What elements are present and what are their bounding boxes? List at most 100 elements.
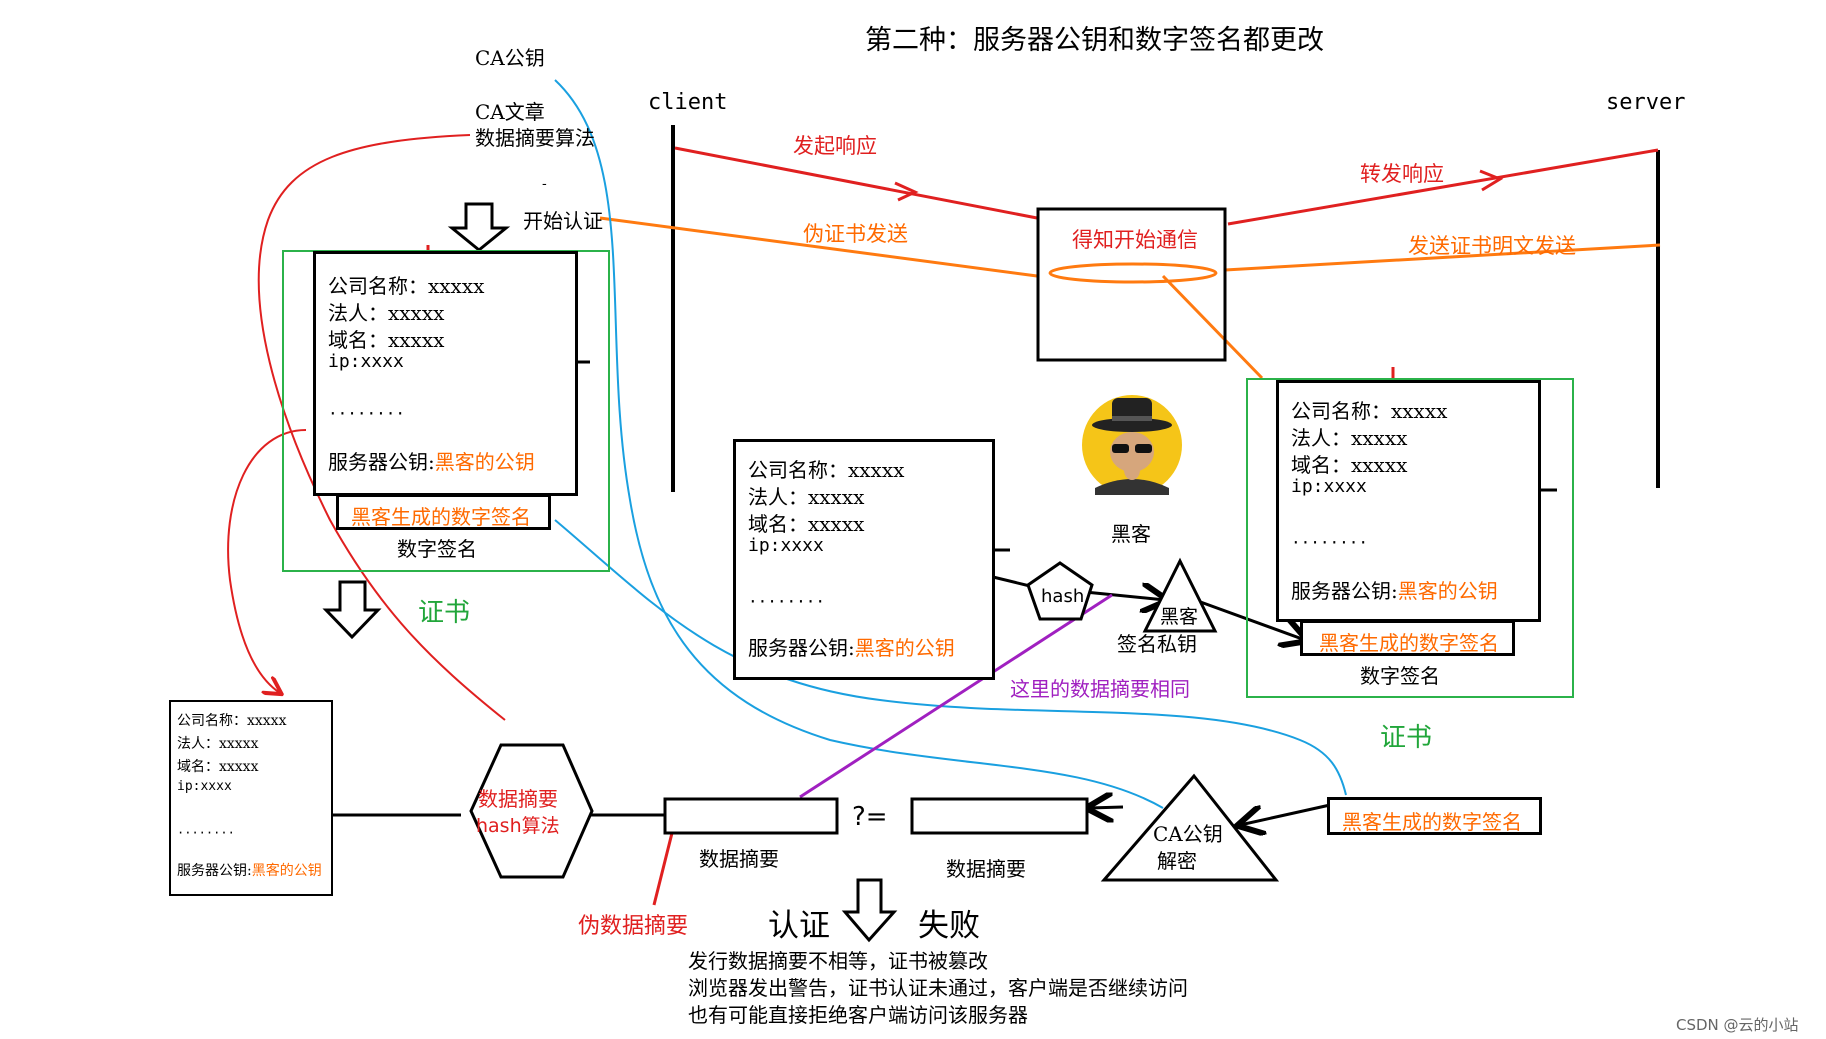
- right-cert-ip: ip:xxxx: [1291, 476, 1367, 497]
- decrypt-to-digest-line: [1089, 807, 1124, 808]
- start-auth-label: 开始认证: [523, 209, 603, 233]
- result-left: 认证: [768, 908, 830, 944]
- send-cert-plain-label: 发送证书明文发送: [1408, 234, 1576, 258]
- right-cert-caption: 证书: [1380, 723, 1433, 753]
- result-right: 失败: [918, 908, 980, 944]
- mid-cert-legal: 法人：xxxxx: [748, 485, 865, 509]
- intercept-ellipse: [1048, 262, 1218, 284]
- cert-dots: ········: [328, 404, 406, 423]
- right-cert-company: 公司名称：xxxxx: [1291, 399, 1448, 423]
- hacker-avatar-icon: [1082, 395, 1182, 495]
- forward-response-label: 转发响应: [1360, 162, 1444, 186]
- mid-cert-ip: ip:xxxx: [748, 535, 824, 556]
- dash-mark: -: [542, 176, 547, 192]
- bottom-signature-box: 黑客生成的数字签名: [1327, 797, 1542, 835]
- left-signature-box: 黑客生成的数字签名: [336, 494, 551, 530]
- hash-algo-hexagon: [469, 743, 594, 879]
- conclusion-line-1: 发行数据摘要不相等，证书被篡改: [688, 949, 988, 973]
- verify-cert-legal: 法人：xxxxx: [177, 736, 259, 752]
- fake-cert-line: [599, 216, 1038, 278]
- hash-algo-line1: 数据摘要: [478, 787, 558, 811]
- hash-pentagon: [1026, 561, 1094, 621]
- left-certificate-box: 公司名称：xxxxx 法人：xxxxx 域名：xxxxx ip:xxxx ···…: [313, 251, 578, 496]
- fake-digest-label: 伪数据摘要: [578, 914, 689, 939]
- intercept-to-cert-line: [1161, 274, 1264, 380]
- right-cert-pubkey-row: 服务器公钥:黑客的公钥: [1291, 575, 1498, 604]
- same-digest-line: [799, 593, 1113, 799]
- sign-triangle: [1142, 557, 1218, 633]
- ca-decrypt-line1: CA公钥: [1153, 822, 1223, 846]
- right-certificate-box: 公司名称：xxxxx 法人：xxxxx 域名：xxxxx ip:xxxx ···…: [1276, 380, 1541, 622]
- verify-cert-company: 公司名称：xxxxx: [177, 713, 287, 729]
- hash-node-label: hash: [1041, 586, 1085, 607]
- right-cert-dots: ········: [1291, 533, 1369, 552]
- cert-pubkey-value: 黑客的公钥: [434, 450, 535, 474]
- sign-node-label: 黑客: [1160, 606, 1199, 628]
- send-cert-line: [1224, 243, 1661, 272]
- verify-cert-domain: 域名：xxxxx: [177, 759, 259, 775]
- diagram-title: 第二种：服务器公钥和数字签名都更改: [865, 25, 1324, 56]
- forward-response-arrow: [1227, 148, 1659, 226]
- mid-cert-domain: 域名：xxxxx: [748, 512, 865, 536]
- server-label: server: [1606, 90, 1686, 115]
- right-cert-domain: 域名：xxxxx: [1291, 453, 1408, 477]
- ca-pubkey-label: CA公钥: [475, 46, 545, 70]
- client-label: client: [648, 90, 728, 115]
- mid-cert-pubkey-value: 黑客的公钥: [854, 636, 955, 660]
- right-signature-box: 黑客生成的数字签名: [1300, 620, 1515, 656]
- mid-cert-company: 公司名称：xxxxx: [748, 458, 905, 482]
- cert-ip: ip:xxxx: [328, 351, 404, 372]
- hash-to-sign-line: [1084, 592, 1165, 600]
- initiate-response-label: 发起响应: [793, 134, 877, 158]
- ca-doc-curve: [257, 134, 506, 721]
- hacker-label: 黑客: [1111, 522, 1151, 546]
- right-cert-pubkey-label: 服务器公钥:: [1291, 579, 1398, 603]
- signature-to-decrypt-line: [1240, 803, 1331, 825]
- cert-pubkey-row: 服务器公钥:黑客的公钥: [328, 446, 535, 475]
- ca-doc-line1: CA文章: [475, 100, 545, 124]
- ca-doc-line2: 数据摘要算法: [475, 126, 595, 150]
- verify-cert-pubkey-row: 服务器公钥:黑客的公钥: [177, 860, 322, 880]
- initiate-response-arrow: [674, 146, 1038, 220]
- mid-cert-pubkey-row: 服务器公钥:黑客的公钥: [748, 632, 955, 661]
- down-arrow-bottom: [841, 878, 898, 943]
- left-signature-caption: 数字签名: [397, 537, 477, 561]
- left-cert-caption: 证书: [418, 598, 471, 628]
- hash-algo-line2: hash算法: [476, 815, 560, 837]
- conclusion-line-3: 也有可能直接拒绝客户端访问该服务器: [688, 1003, 1028, 1027]
- verify-cert-pubkey-value: 黑客的公钥: [251, 863, 322, 879]
- compare-operator: ?=: [852, 802, 888, 832]
- sign-to-signature-line: [1194, 598, 1305, 640]
- digest-box-right: [910, 797, 1089, 835]
- signature-curve: [554, 519, 1347, 796]
- cert-company: 公司名称：xxxxx: [328, 274, 485, 298]
- verify-cert-dots: ········: [177, 826, 235, 840]
- right-signature-caption: 数字签名: [1360, 664, 1440, 688]
- digest-box-left: [663, 797, 839, 835]
- mid-cert-pubkey-label: 服务器公钥:: [748, 636, 855, 660]
- cert-pubkey-label: 服务器公钥:: [328, 450, 435, 474]
- intercept-box-label: 得知开始通信: [1072, 228, 1198, 252]
- digest-left-caption: 数据摘要: [699, 847, 779, 871]
- bottom-signature-text: 黑客生成的数字签名: [1342, 810, 1522, 834]
- watermark: CSDN @云的小站: [1676, 1016, 1799, 1034]
- conclusion-line-2: 浏览器发出警告，证书认证未通过，客户端是否继续访问: [688, 976, 1188, 1000]
- pubkey-to-left-cert-curve: [227, 429, 307, 693]
- ca-decrypt-triangle: [1100, 773, 1280, 882]
- intercept-box: [1036, 207, 1227, 362]
- right-cert-legal: 法人：xxxxx: [1291, 426, 1408, 450]
- right-cert-pubkey-value: 黑客的公钥: [1397, 579, 1498, 603]
- down-arrow-top: [447, 202, 511, 252]
- sign-node-caption: 签名私钥: [1117, 632, 1197, 656]
- cert-legal: 法人：xxxxx: [328, 301, 445, 325]
- fake-cert-send-label: 伪证书发送: [803, 222, 908, 246]
- cert-domain: 域名：xxxxx: [328, 328, 445, 352]
- down-arrow-middle: [322, 580, 382, 640]
- same-digest-note: 这里的数据摘要相同: [1010, 677, 1190, 701]
- ca-decrypt-line2: 解密: [1157, 849, 1197, 873]
- verify-cert-pubkey-label: 服务器公钥:: [177, 863, 252, 879]
- middle-certificate-box: 公司名称：xxxxx 法人：xxxxx 域名：xxxxx ip:xxxx ···…: [733, 439, 995, 680]
- digest-right-caption: 数据摘要: [946, 857, 1026, 881]
- right-signature-text: 黑客生成的数字签名: [1319, 631, 1499, 655]
